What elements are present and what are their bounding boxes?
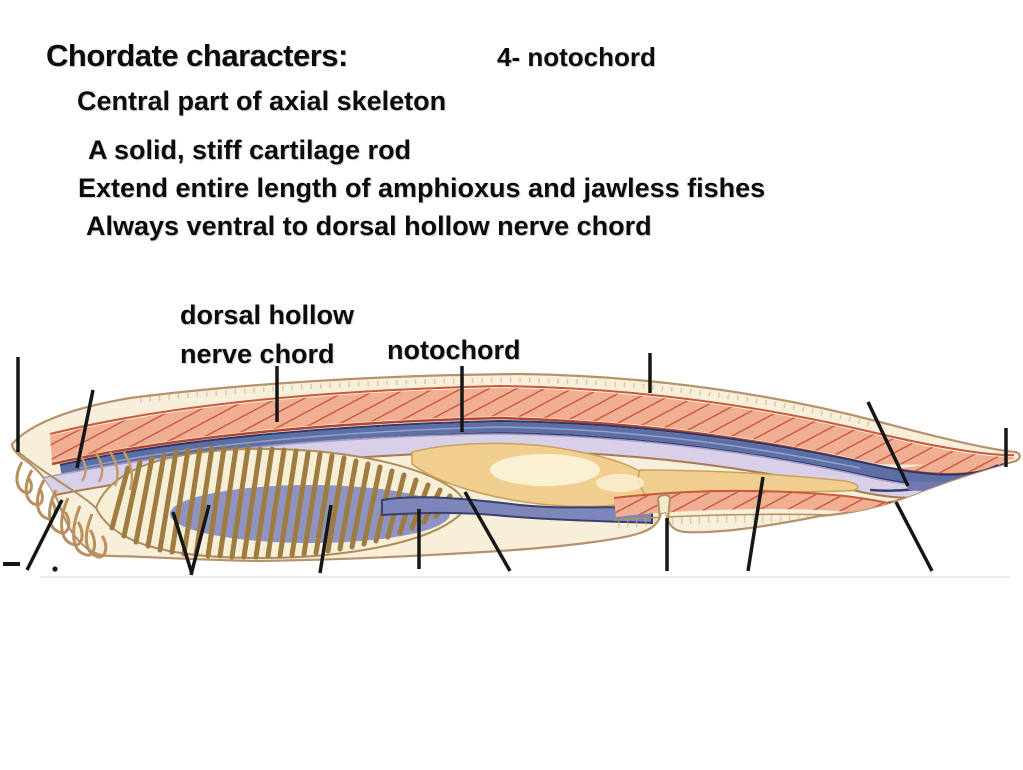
ventral-band-top-line [613,489,897,506]
nerve-cord-highlight [79,426,861,469]
bullet-always-ventral: Always ventral to dorsal hollow nerve ch… [86,211,652,241]
tail-intestine-sliver [905,468,1000,492]
myomere-hatch [50,388,1014,465]
cirrus [48,489,71,535]
fin-ray-ticks-dorsal [139,377,871,427]
nerve-cord-band [60,422,998,483]
gut-highlight-2 [596,474,644,492]
slide-title: Chordate characters: [46,38,348,73]
label-dorsal-hollow-nerve-chord: dorsal hollow nerve chord [180,296,354,374]
leader-hindgut [746,476,765,572]
leader-cirri-bottom [25,499,64,571]
bullet-extend-length: Extend entire length of amphioxus and ja… [78,173,766,203]
gut-highlight-1 [490,454,600,486]
label-nerve-line2: nerve chord [180,339,335,369]
leader-pharynx-v-left [171,511,194,575]
bullet-cartilage-rod: A solid, stiff cartilage rod [88,135,412,165]
myomere-top-line [49,384,1015,457]
leader-oral-hood [75,389,95,469]
cropped-label-fragment [3,562,58,572]
fragment-dot [52,566,58,572]
leader-tail-myomere [866,401,910,487]
label-notochord: notochord [387,335,521,365]
cirrus [72,505,97,557]
cirrus [60,497,84,547]
atriopore-tab [656,494,672,522]
internal-anatomy [15,377,1015,560]
wheel-organ-arcs [78,451,134,491]
oral-hood-edge [15,449,97,509]
leader-lines [16,353,1008,576]
leader-anus [894,501,934,572]
cirrus [84,513,108,559]
cirrus [15,461,33,495]
leader-gill-bars [318,504,333,574]
leader-pharynx-v-right [189,504,211,576]
leader-gut [463,491,512,572]
cirrus [36,479,57,521]
buccal-cirri [15,461,108,559]
intestine-band [381,496,653,525]
label-nerve-line1: dorsal hollow [180,300,355,330]
cirrus [24,469,44,507]
topic-heading: 4- notochord [497,42,656,72]
nerve-cord-top-edge [59,419,999,476]
bullet-axial-skeleton: Central part of axial skeleton [77,86,447,116]
ventral-myomere-hatch [614,491,896,517]
